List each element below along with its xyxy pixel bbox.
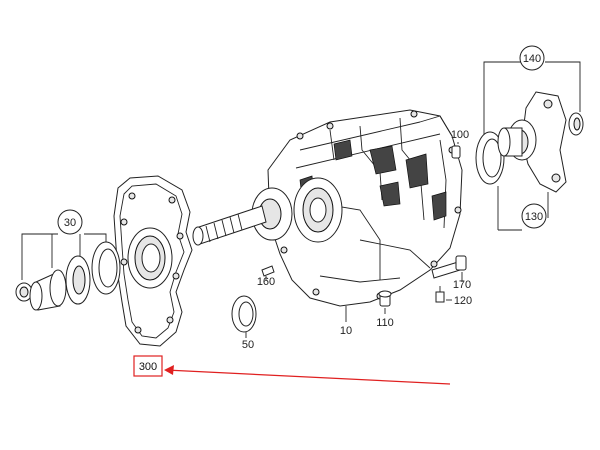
vent-120: 120 [435,286,472,307]
label-160: 160 [257,276,275,288]
label-170: 170 [453,279,471,291]
input-shaft [192,205,267,246]
cover-gasket-300 [113,175,193,347]
transfer-case-housing [251,109,463,307]
highlight-box-300 [133,355,163,377]
label-140: 140 [523,53,541,65]
label-100: 100 [451,129,469,141]
drain-plug-110: 110 [376,290,394,329]
highlight-arrow [165,369,451,385]
label-50: 50 [242,339,254,351]
label-10: 10 [340,325,352,337]
bolt-170: 170 [431,255,471,291]
label-300: 300 [139,361,157,373]
label-120: 120 [454,295,472,307]
callout-30: 30 [57,209,83,235]
arrow-head [164,365,174,375]
pin-160: 160 [257,265,275,288]
flange-group-140 [475,61,584,231]
callout-130: 130 [521,203,547,229]
seal-50: 50 [231,295,257,351]
callout-140: 140 [519,45,545,71]
label-30: 30 [64,217,76,229]
plug-100: 100 [451,129,469,159]
coupling-group-30 [15,233,121,311]
label-130: 130 [525,211,543,223]
label-110: 110 [376,317,394,329]
